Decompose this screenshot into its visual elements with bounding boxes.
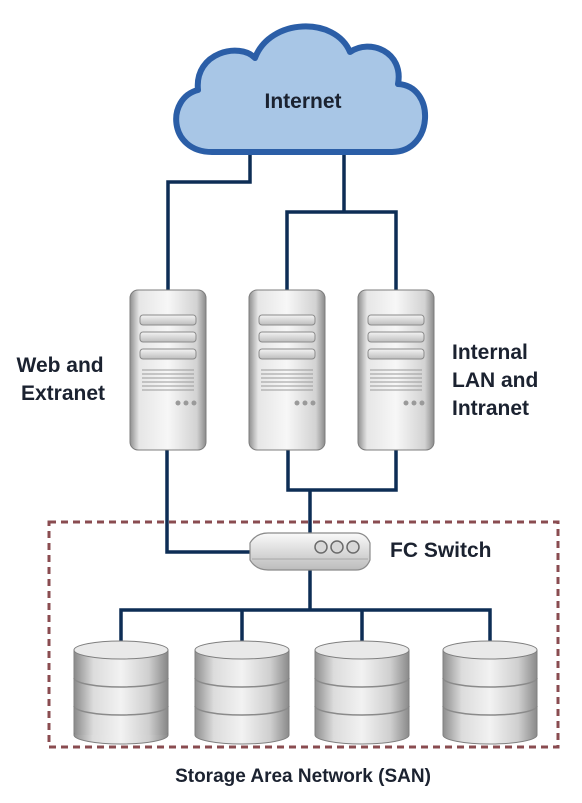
server-led xyxy=(183,400,189,406)
server-led xyxy=(175,400,181,406)
storage-disk-1 xyxy=(73,640,169,745)
storage-disk-4 xyxy=(442,640,538,745)
server-vent xyxy=(261,369,313,391)
link-switch-to-storage xyxy=(119,570,492,646)
network-links xyxy=(119,150,492,646)
internet-cloud: Internet xyxy=(173,23,429,155)
web-extranet-label-line2: Extranet xyxy=(21,382,105,405)
server-led xyxy=(294,400,300,406)
server-drive-slot xyxy=(258,331,316,343)
server-led xyxy=(191,400,197,406)
server-internal-2 xyxy=(357,289,435,451)
switch-port-light xyxy=(330,540,344,554)
fc-switch xyxy=(249,532,371,571)
server-led xyxy=(419,400,425,406)
server-led xyxy=(302,400,308,406)
storage-disk-2 xyxy=(194,640,290,745)
server-vent xyxy=(142,369,194,391)
link-internet-to-web-server xyxy=(166,150,252,300)
cloud-shape xyxy=(173,23,429,155)
server-drive-slot xyxy=(367,348,425,360)
server-led xyxy=(411,400,417,406)
server-drive-slot xyxy=(367,314,425,326)
switch-port-light xyxy=(314,540,328,554)
internal-lan-label-line1: Internal xyxy=(452,341,528,364)
server-web-extranet xyxy=(129,289,207,451)
internal-lan-label-line2: LAN and xyxy=(452,369,538,392)
storage-disk-3 xyxy=(314,640,410,745)
switch-port-light xyxy=(346,540,360,554)
san-label: Storage Area Network (SAN) xyxy=(175,766,431,787)
server-drive-slot xyxy=(139,348,197,360)
link-web-server-to-switch xyxy=(165,450,250,554)
link-internet-to-internal-servers xyxy=(285,150,398,300)
internal-lan-label: Internal LAN and Intranet xyxy=(452,341,544,420)
internal-lan-label-line3: Intranet xyxy=(452,397,529,420)
server-drive-slot xyxy=(258,348,316,360)
san-boundary xyxy=(47,520,560,749)
server-led xyxy=(310,400,316,406)
server-drive-slot xyxy=(258,314,316,326)
server-drive-slot xyxy=(139,314,197,326)
link-internal-servers-to-switch xyxy=(286,450,398,533)
fc-switch-label: FC Switch xyxy=(390,539,492,562)
server-vent xyxy=(370,369,422,391)
server-led xyxy=(403,400,409,406)
web-extranet-label-line1: Web and xyxy=(17,354,104,377)
server-internal-1 xyxy=(248,289,326,451)
server-drive-slot xyxy=(367,331,425,343)
web-extranet-label: Web and Extranet xyxy=(17,354,110,405)
cloud-label: Internet xyxy=(264,90,341,113)
server-drive-slot xyxy=(139,331,197,343)
